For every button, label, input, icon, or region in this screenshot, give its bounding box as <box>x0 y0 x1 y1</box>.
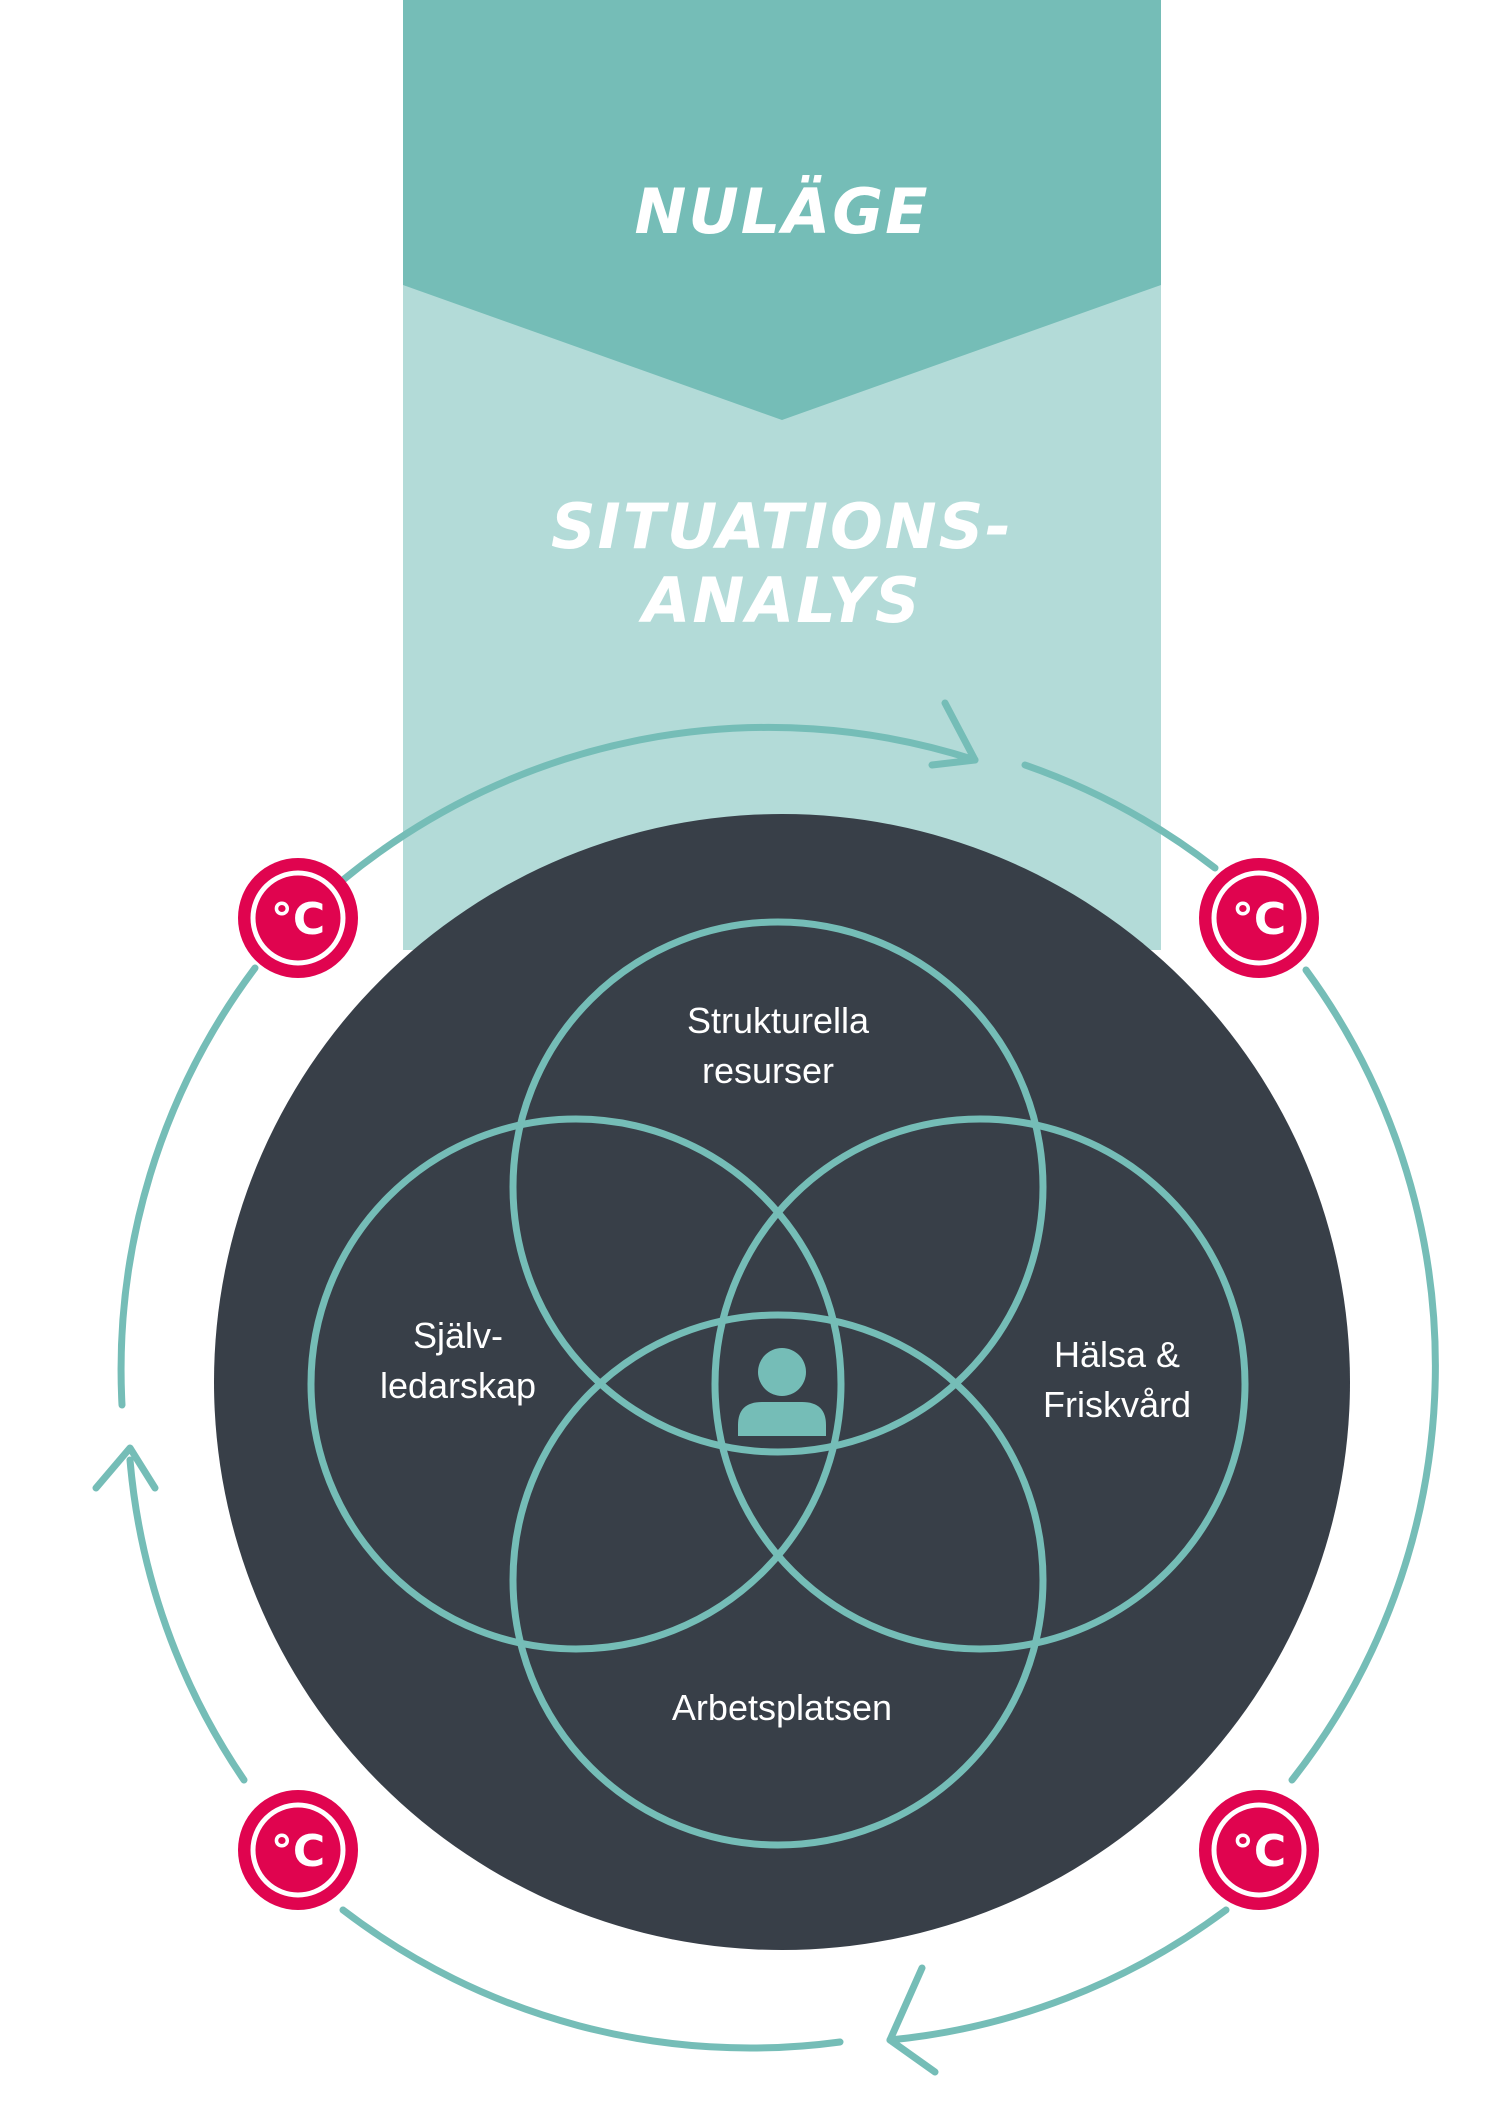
temperature-icon-bottom-right: °C <box>1199 1790 1319 1910</box>
cycle-arc-bottom-right <box>886 1906 1230 2044</box>
badge-symbol: °C <box>1232 894 1286 945</box>
temperature-icon-top-right: °C <box>1199 858 1319 978</box>
temperature-badges: °C °C °C °C <box>238 858 1319 1910</box>
arrowhead-top <box>928 699 979 769</box>
label-selfleadership-line2: ledarskap <box>380 1365 536 1406</box>
badge-symbol: °C <box>271 894 325 945</box>
cycle-arc-top <box>339 723 979 884</box>
cycle-arc-upper-left <box>117 964 259 1409</box>
cycle-arc-right <box>1288 966 1439 1784</box>
badge-symbol: °C <box>1232 1826 1286 1877</box>
banner-bottom-line1: SITUATIONS- <box>551 490 1013 563</box>
venn-labels: Strukturella resurser Själv- ledarskap H… <box>380 1000 1191 1728</box>
label-structural-line1: Strukturella <box>687 1000 870 1041</box>
venn-circle-top <box>509 918 1047 1456</box>
label-selfleadership-line1: Själv- <box>413 1315 503 1356</box>
arrowhead-left <box>92 1444 159 1492</box>
cycle-arrows <box>92 699 979 2076</box>
cycle-ring <box>117 723 1439 2052</box>
banner-top-label: NULÄGE <box>635 175 930 248</box>
person-body <box>738 1402 826 1436</box>
cycle-arc-bottom <box>339 1906 844 2052</box>
banner: NULÄGE SITUATIONS- ANALYS <box>403 0 1161 950</box>
label-structural-line2: resurser <box>702 1050 834 1091</box>
venn-circle-right <box>711 1115 1249 1653</box>
badge-symbol: °C <box>271 1826 325 1877</box>
arrowhead-bottom <box>886 1964 939 2076</box>
person-icon <box>738 1348 826 1436</box>
cycle-arc-top-right <box>1021 761 1219 872</box>
venn-circle-bottom <box>509 1311 1047 1849</box>
person-head <box>758 1348 806 1396</box>
label-workplace: Arbetsplatsen <box>672 1687 892 1728</box>
label-health-line2: Friskvård <box>1043 1384 1191 1425</box>
cycle-arc-lower-left <box>126 1456 248 1784</box>
label-health-line1: Hälsa & <box>1054 1334 1180 1375</box>
banner-dark-chevron <box>403 0 1161 420</box>
venn-circle-left <box>307 1115 845 1653</box>
venn-circles <box>307 918 1249 1849</box>
banner-bottom-line2: ANALYS <box>637 564 921 637</box>
temperature-icon-bottom-left: °C <box>238 1790 358 1910</box>
temperature-icon-top-left: °C <box>238 858 358 978</box>
